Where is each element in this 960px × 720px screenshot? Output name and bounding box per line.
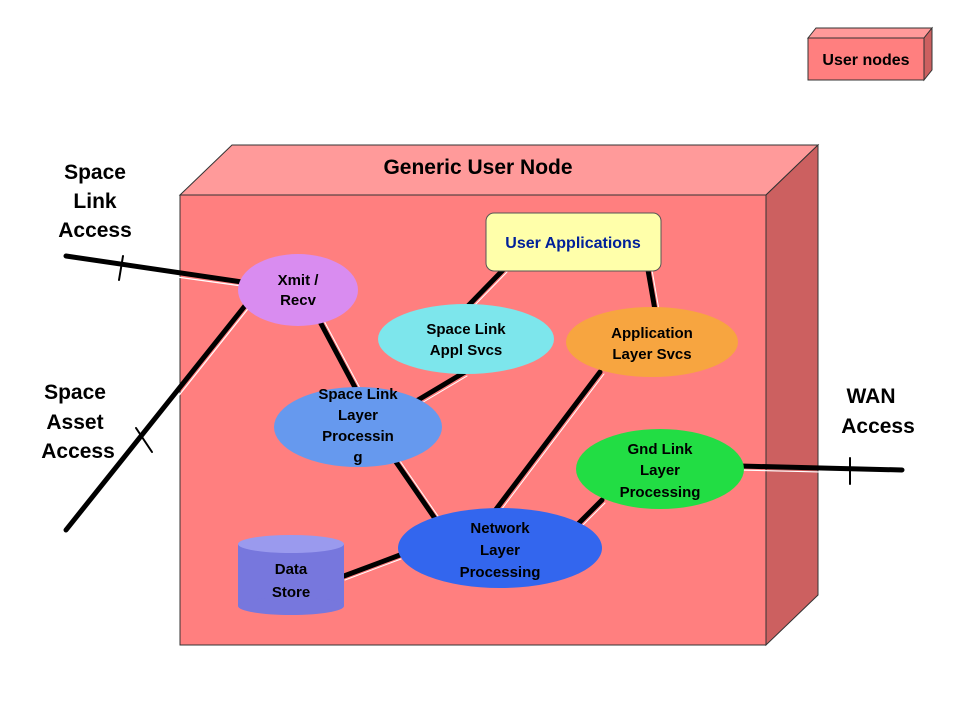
space-link-access-line-2: Link: [73, 190, 116, 213]
wan-access-line-1: WAN: [847, 385, 896, 408]
network-layer-line-1: Network: [470, 520, 530, 537]
connector-gnd-to-network: [575, 497, 606, 528]
app-layer-line-1: Application: [611, 325, 693, 342]
space-asset-line: [63, 299, 252, 533]
network-layer-line-3: Processing: [460, 564, 541, 581]
connector-appl-to-userapps: [463, 267, 508, 311]
legend-label: User nodes: [822, 52, 909, 69]
space-link-appl-line-1: Space Link: [426, 321, 506, 338]
connector-applayer-to-network: [491, 369, 605, 515]
space-link-layer-line-2: Layer: [338, 407, 378, 424]
connector-layer-to-network: [393, 459, 441, 523]
space-link-line: [63, 253, 245, 287]
wan-line: [737, 457, 905, 485]
external-links: [63, 253, 905, 533]
space-link-layer-line-1: Space Link: [318, 386, 398, 403]
node-box-title: Generic User Node: [383, 156, 572, 179]
space-asset-access-line-2: Asset: [46, 411, 103, 434]
data-store-line-2: Store: [272, 584, 310, 601]
gnd-link-line-2: Layer: [640, 462, 680, 479]
xmit-recv-line-2: Recv: [280, 292, 317, 309]
internal-connectors: [315, 267, 660, 581]
user-applications-label: User Applications: [505, 235, 641, 252]
space-asset-access-label: Space Asset Access: [41, 381, 115, 463]
connector-datastore-to-network: [341, 552, 403, 581]
wan-access-label: WAN Access: [841, 385, 915, 438]
space-link-access-label: Space Link Access: [58, 161, 132, 242]
space-link-access-line-1: Space: [64, 161, 126, 184]
user-applications-box: User Applications: [485, 212, 662, 272]
space-asset-access-line-3: Access: [41, 440, 115, 463]
box-side-face: [765, 143, 819, 647]
space-link-layer-line-3: Processin: [322, 428, 394, 445]
connector-xmit-to-layer: [315, 315, 363, 396]
gnd-link-line-1: Gnd Link: [628, 441, 694, 458]
space-link-access-line-3: Access: [58, 219, 132, 242]
space-asset-access-line-1: Space: [44, 381, 106, 404]
xmit-recv-line-1: Xmit /: [278, 272, 320, 289]
data-store-line-1: Data: [275, 561, 308, 578]
connector-layer-to-appl: [415, 369, 468, 405]
legend-user-nodes: User nodes: [806, 26, 934, 82]
wan-access-line-2: Access: [841, 415, 915, 438]
xmit-recv-node: Xmit / Recv: [238, 254, 358, 326]
space-link-appl-line-2: Appl Svcs: [430, 342, 503, 359]
connector-userapps-to-applayer: [645, 267, 660, 313]
application-layer-svcs-node: Application Layer Svcs: [566, 307, 738, 377]
gnd-link-line-3: Processing: [620, 484, 701, 501]
space-link-appl-svcs-node: Space Link Appl Svcs: [378, 304, 554, 374]
app-layer-line-2: Layer Svcs: [612, 346, 691, 363]
space-link-layer-processing-node: Space Link Layer Processin g: [274, 386, 442, 467]
network-layer-line-2: Layer: [480, 542, 520, 559]
space-link-layer-line-4: g: [353, 449, 362, 466]
gnd-link-layer-processing-node: Gnd Link Layer Processing: [576, 429, 744, 509]
data-store-node: Data Store: [238, 535, 344, 615]
network-layer-processing-node: Network Layer Processing: [398, 508, 602, 588]
